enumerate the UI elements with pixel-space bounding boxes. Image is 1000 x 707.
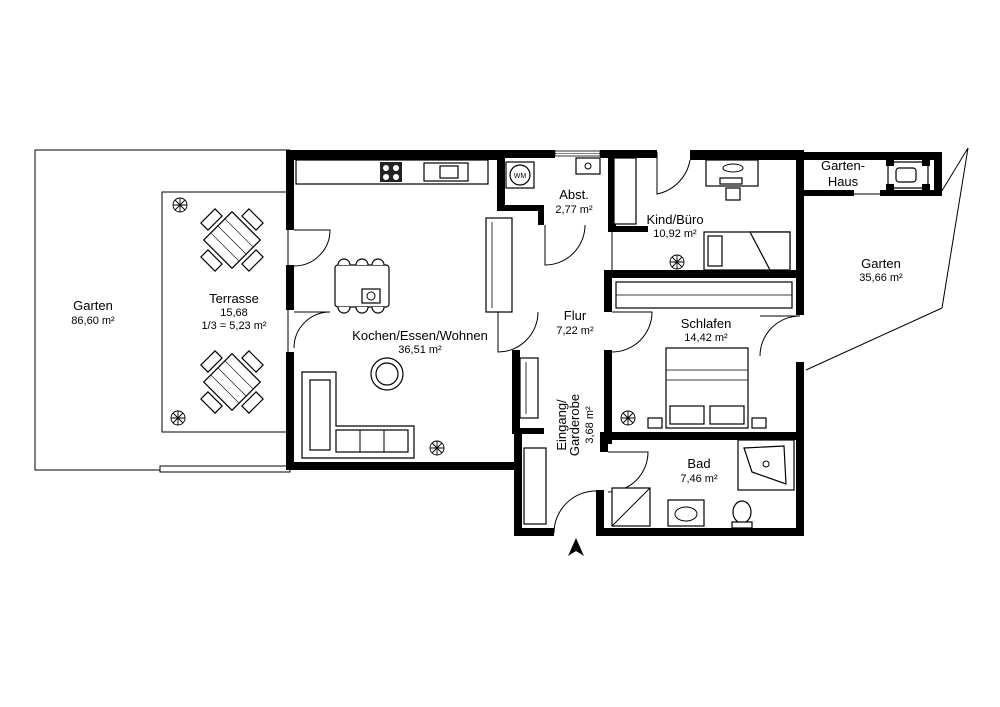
room-labels: Garten 86,60 m² Terrasse 15,68 1/3 = 5,2…: [71, 158, 903, 485]
kochen-area: 36,51 m²: [398, 344, 442, 356]
bathtub-icon: [737, 439, 795, 491]
terrasse-area-share: 1/3 = 5,23 m²: [201, 320, 266, 332]
washing-machine-icon: WM: [505, 161, 535, 189]
terrasse-area: 15,68: [220, 307, 248, 319]
tv-stand: [519, 357, 539, 419]
kochen-name: Kochen/Essen/Wohnen: [352, 328, 488, 343]
terrasse-name: Terrasse: [209, 291, 259, 306]
schlafen-name: Schlafen: [681, 316, 732, 331]
flur-area: 7,22 m²: [556, 325, 594, 337]
bath-sink-icon: [667, 499, 705, 527]
bad-area: 7,46 m²: [680, 473, 718, 485]
wm-label: WM: [514, 173, 527, 180]
shower-icon: [611, 487, 651, 527]
garten-left-area: 86,60 m²: [71, 315, 115, 327]
eingang-area: 3,68 m²: [584, 406, 596, 444]
garten-right-area: 35,66 m²: [859, 272, 903, 284]
double-bed-icon: [647, 347, 767, 429]
sink-icon: [575, 157, 601, 175]
flur-name: Flur: [564, 308, 587, 323]
garden-left-outline: [34, 149, 290, 471]
windows: [554, 150, 601, 157]
eingang-name-line2: Garderobe: [567, 394, 582, 456]
north-arrow-icon: [568, 538, 584, 556]
dining-table-icon: [334, 258, 390, 314]
desk-icon: [705, 159, 759, 201]
bad-name: Bad: [687, 456, 710, 471]
walls: [286, 150, 942, 536]
terrace-table-icon: [200, 208, 264, 414]
garten-left-name: Garten: [73, 298, 113, 313]
gartenhaus-name-line2: Haus: [828, 174, 859, 189]
kind-area: 10,92 m²: [653, 228, 697, 240]
gartenhaus-name-line1: Garten-: [821, 158, 865, 173]
abst-name: Abst.: [559, 187, 589, 202]
plant-icon: [170, 197, 685, 456]
shelf: [613, 157, 637, 225]
garderobe-cabinet: [523, 447, 547, 525]
abst-area: 2,77 m²: [555, 204, 593, 216]
lawnmower-icon: [886, 160, 930, 190]
kind-name: Kind/Büro: [646, 212, 703, 227]
schlafen-area: 14,42 m²: [684, 332, 728, 344]
bed-icon: [703, 231, 791, 271]
garten-right-name: Garten: [861, 256, 901, 271]
toilet-icon: [731, 500, 753, 529]
kitchen-counter: [295, 159, 489, 185]
wardrobe: [615, 281, 793, 309]
coffee-table-icon: [370, 357, 404, 391]
sofa-icon: [301, 371, 415, 459]
cabinet-block: [485, 217, 513, 313]
doors: [293, 152, 801, 534]
eingang-name-line1: Eingang/: [554, 399, 569, 451]
